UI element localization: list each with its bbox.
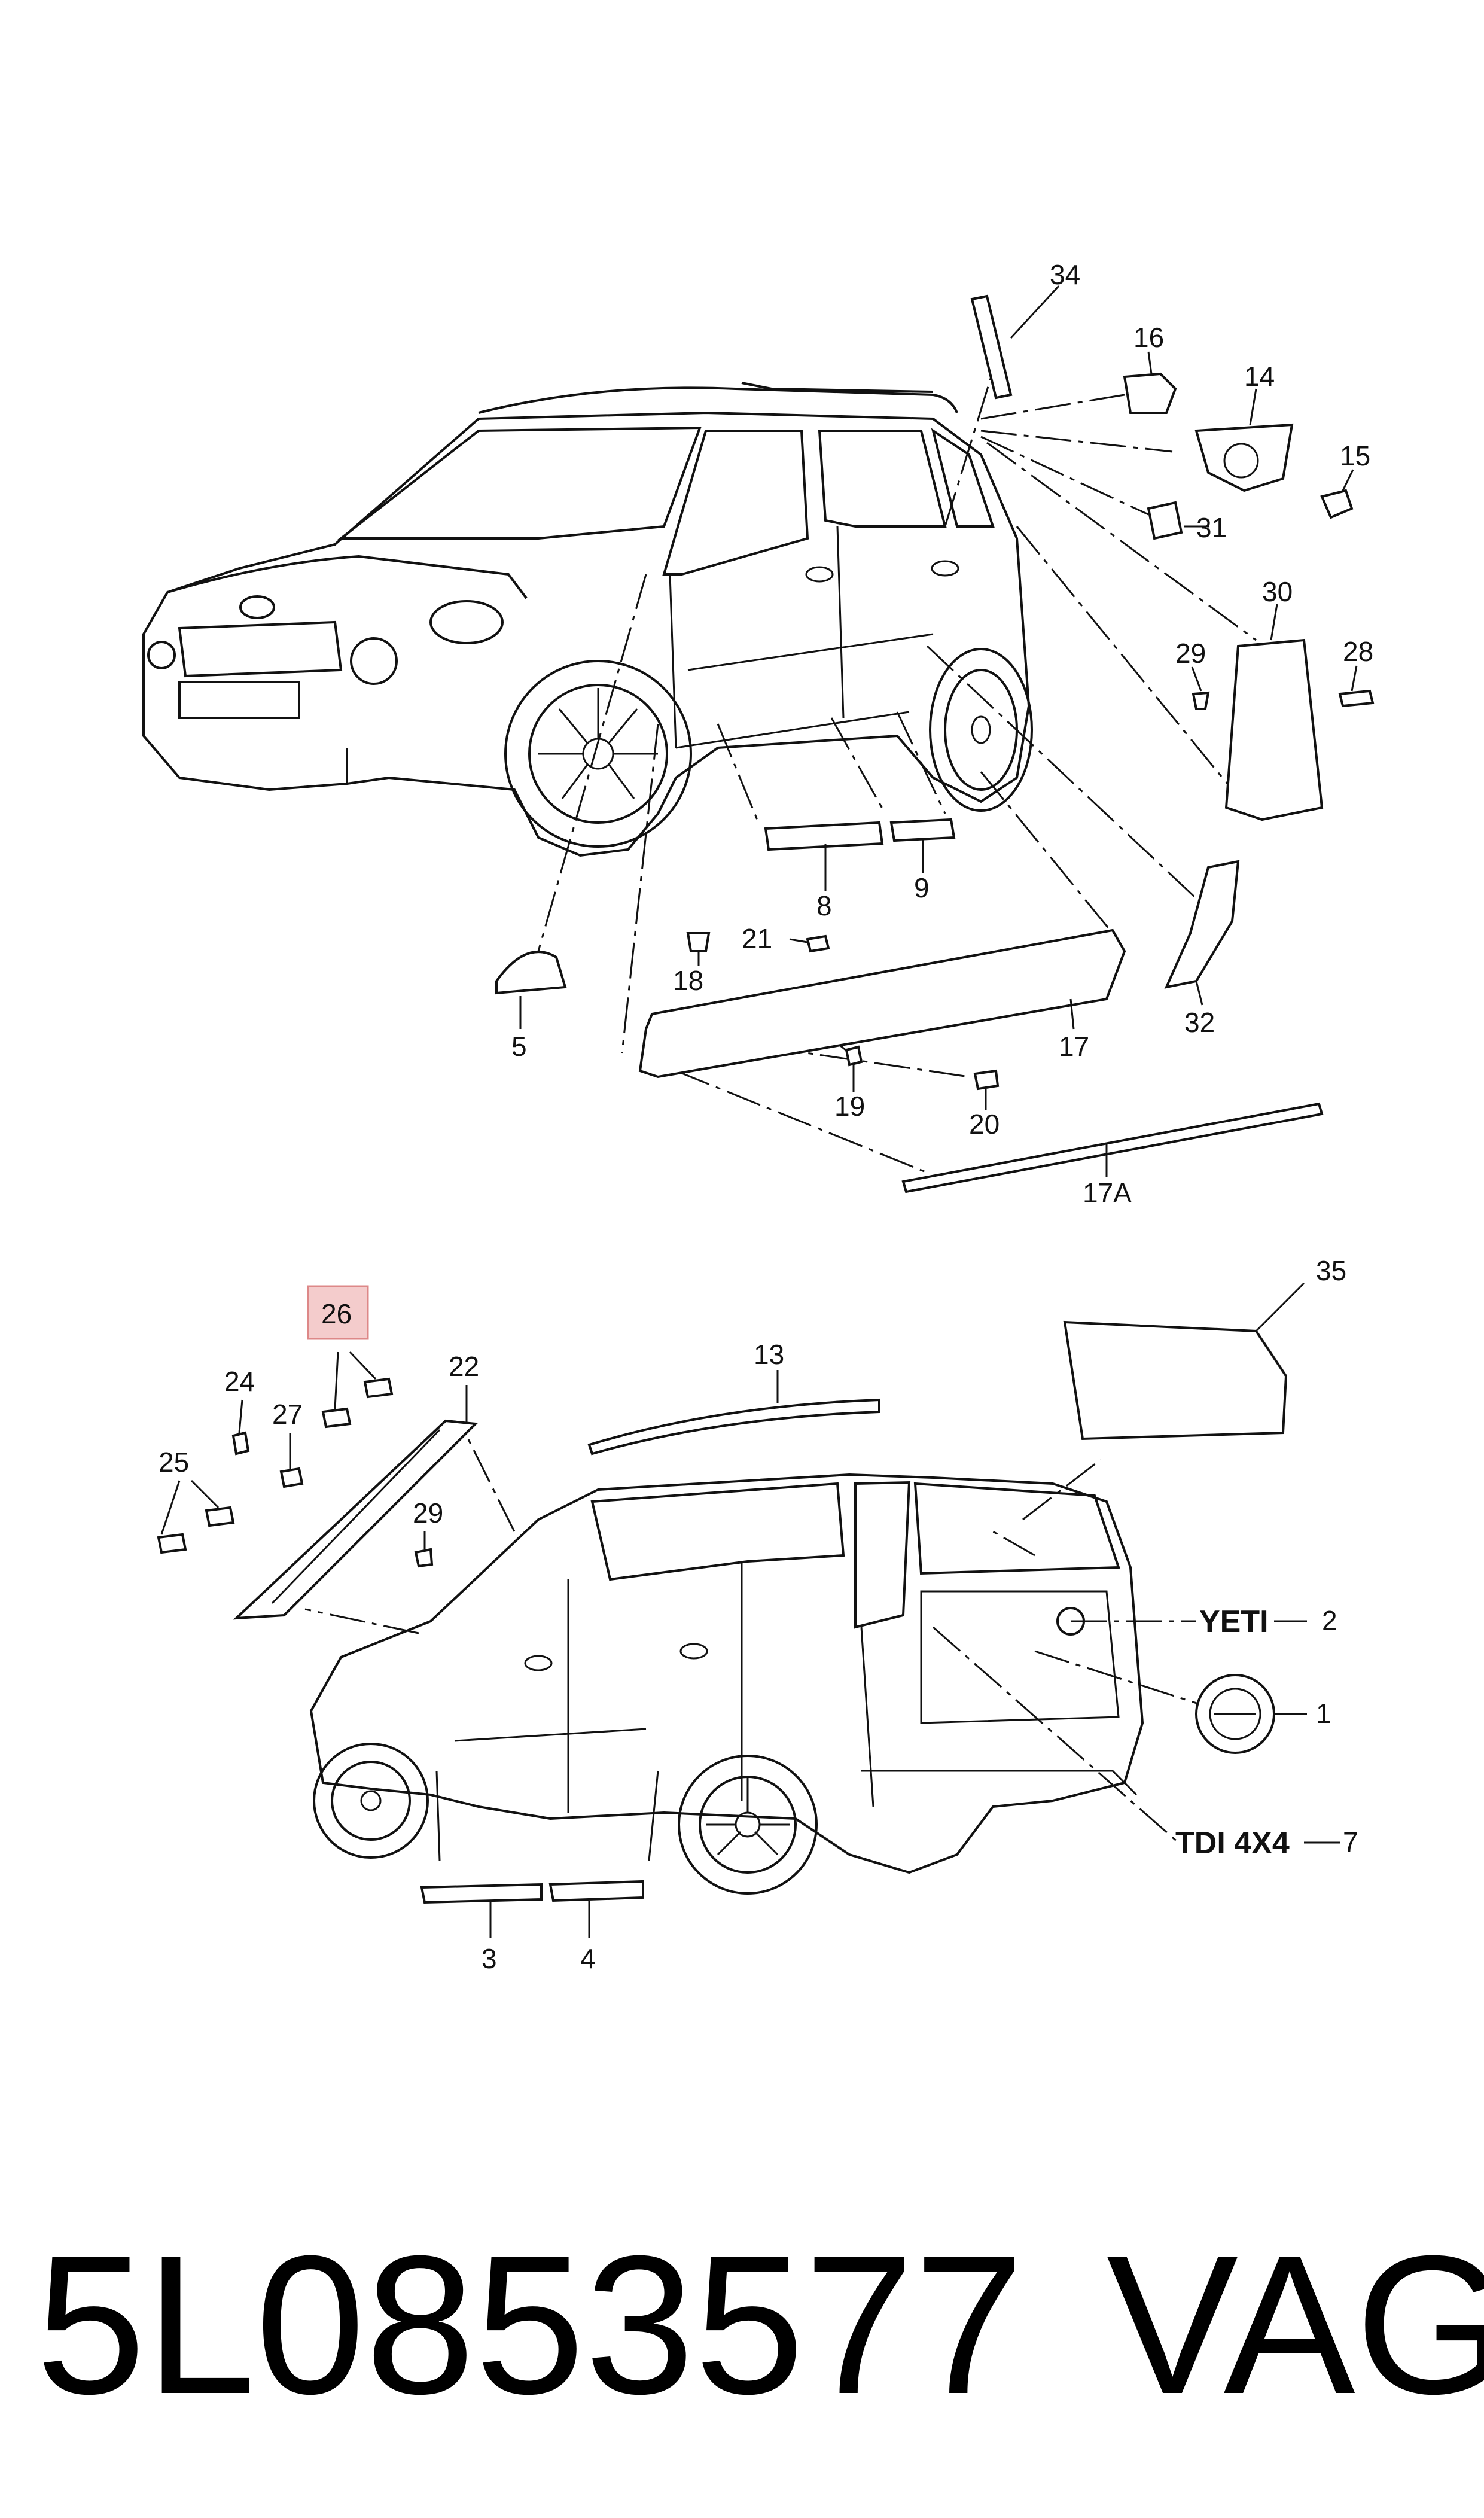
callout-2: 2 bbox=[1322, 1605, 1337, 1636]
callout-15: 15 bbox=[1340, 440, 1370, 471]
callout-19: 19 bbox=[834, 1091, 865, 1122]
callout-28: 28 bbox=[1343, 636, 1373, 667]
callout-labels: 34 16 14 15 31 30 29 28 32 8 9 5 18 21 1… bbox=[159, 259, 1373, 1974]
callout-17: 17 bbox=[1059, 1031, 1089, 1062]
callout-18: 18 bbox=[673, 965, 703, 996]
part-15-screw bbox=[1320, 489, 1354, 519]
emblem-yeti: YETI bbox=[1199, 1604, 1269, 1639]
part-17-sill-trim bbox=[638, 928, 1126, 1079]
highlight-box-26 bbox=[307, 1285, 369, 1340]
callout-4: 4 bbox=[580, 1943, 596, 1974]
part-34-strip bbox=[970, 294, 1013, 400]
part-16-clip bbox=[1123, 372, 1177, 414]
front-vehicle-drawing bbox=[142, 382, 1033, 857]
part-3-strip bbox=[420, 1883, 543, 1904]
part-8-strip bbox=[764, 821, 884, 851]
part-4-strip bbox=[548, 1880, 644, 1902]
callout-27: 27 bbox=[272, 1399, 303, 1430]
callout-30: 30 bbox=[1262, 576, 1293, 607]
footer-part-number: 5L0853577 bbox=[36, 2214, 1024, 2435]
part-29-clip-top bbox=[1192, 691, 1210, 710]
footer-brand: VAG bbox=[1107, 2214, 1484, 2435]
part-5-flap bbox=[495, 951, 567, 995]
part-19-clip bbox=[845, 1045, 863, 1067]
part-24-clip bbox=[231, 1431, 250, 1456]
rear-leader-lines bbox=[304, 1435, 1203, 1844]
part-20-screw bbox=[973, 1069, 1000, 1091]
callout-32: 32 bbox=[1184, 1007, 1215, 1038]
callout-16: 16 bbox=[1133, 322, 1164, 353]
front-leader-lines bbox=[537, 370, 1257, 1174]
callout-24: 24 bbox=[224, 1366, 255, 1397]
callout-22: 22 bbox=[449, 1351, 479, 1382]
callout-29-bottom: 29 bbox=[413, 1497, 443, 1529]
callout-26: 26 bbox=[321, 1298, 352, 1329]
part-17a-strip bbox=[901, 1102, 1324, 1193]
callout-13: 13 bbox=[754, 1339, 784, 1370]
callout-leaders bbox=[160, 285, 1358, 1938]
part-29-clip-bottom bbox=[414, 1548, 434, 1568]
callout-17a: 17A bbox=[1083, 1177, 1132, 1208]
callout-34: 34 bbox=[1050, 259, 1080, 290]
part-26-clip-b bbox=[363, 1377, 394, 1399]
rear-vehicle-drawing bbox=[309, 1473, 1144, 1895]
part-9-strip bbox=[889, 818, 956, 842]
part-25-clip-b bbox=[157, 1533, 187, 1554]
callout-5: 5 bbox=[511, 1031, 527, 1062]
callout-29-top: 29 bbox=[1175, 638, 1206, 669]
callout-7: 7 bbox=[1343, 1826, 1358, 1858]
part-30-panel bbox=[1224, 638, 1324, 821]
part-21-clip bbox=[806, 934, 830, 953]
part-27-screw bbox=[279, 1467, 304, 1488]
part-35-glass bbox=[1063, 1320, 1288, 1441]
callout-14: 14 bbox=[1244, 361, 1275, 392]
callout-9: 9 bbox=[914, 872, 930, 903]
part-31-clip bbox=[1147, 501, 1183, 540]
callout-21: 21 bbox=[742, 923, 772, 954]
part-26-clip-a bbox=[321, 1407, 352, 1429]
part-22-glass bbox=[233, 1419, 479, 1620]
callout-3: 3 bbox=[482, 1943, 497, 1974]
part-13-roof-trim bbox=[587, 1398, 880, 1456]
part-28-screw bbox=[1338, 689, 1375, 708]
front-parts bbox=[495, 294, 1375, 1193]
callout-31: 31 bbox=[1196, 512, 1227, 543]
emblem-tdi-4x4: TDI 4X4 bbox=[1175, 1826, 1290, 1861]
callout-8: 8 bbox=[816, 890, 832, 921]
callout-20: 20 bbox=[969, 1109, 1000, 1140]
part-18-clip bbox=[686, 932, 711, 952]
callout-35: 35 bbox=[1316, 1255, 1346, 1286]
callout-25: 25 bbox=[159, 1447, 189, 1478]
rear-parts bbox=[157, 1320, 1288, 1904]
part-25-clip-a bbox=[205, 1506, 235, 1527]
callout-1: 1 bbox=[1316, 1698, 1331, 1729]
part-14-fog-cover bbox=[1194, 423, 1294, 492]
